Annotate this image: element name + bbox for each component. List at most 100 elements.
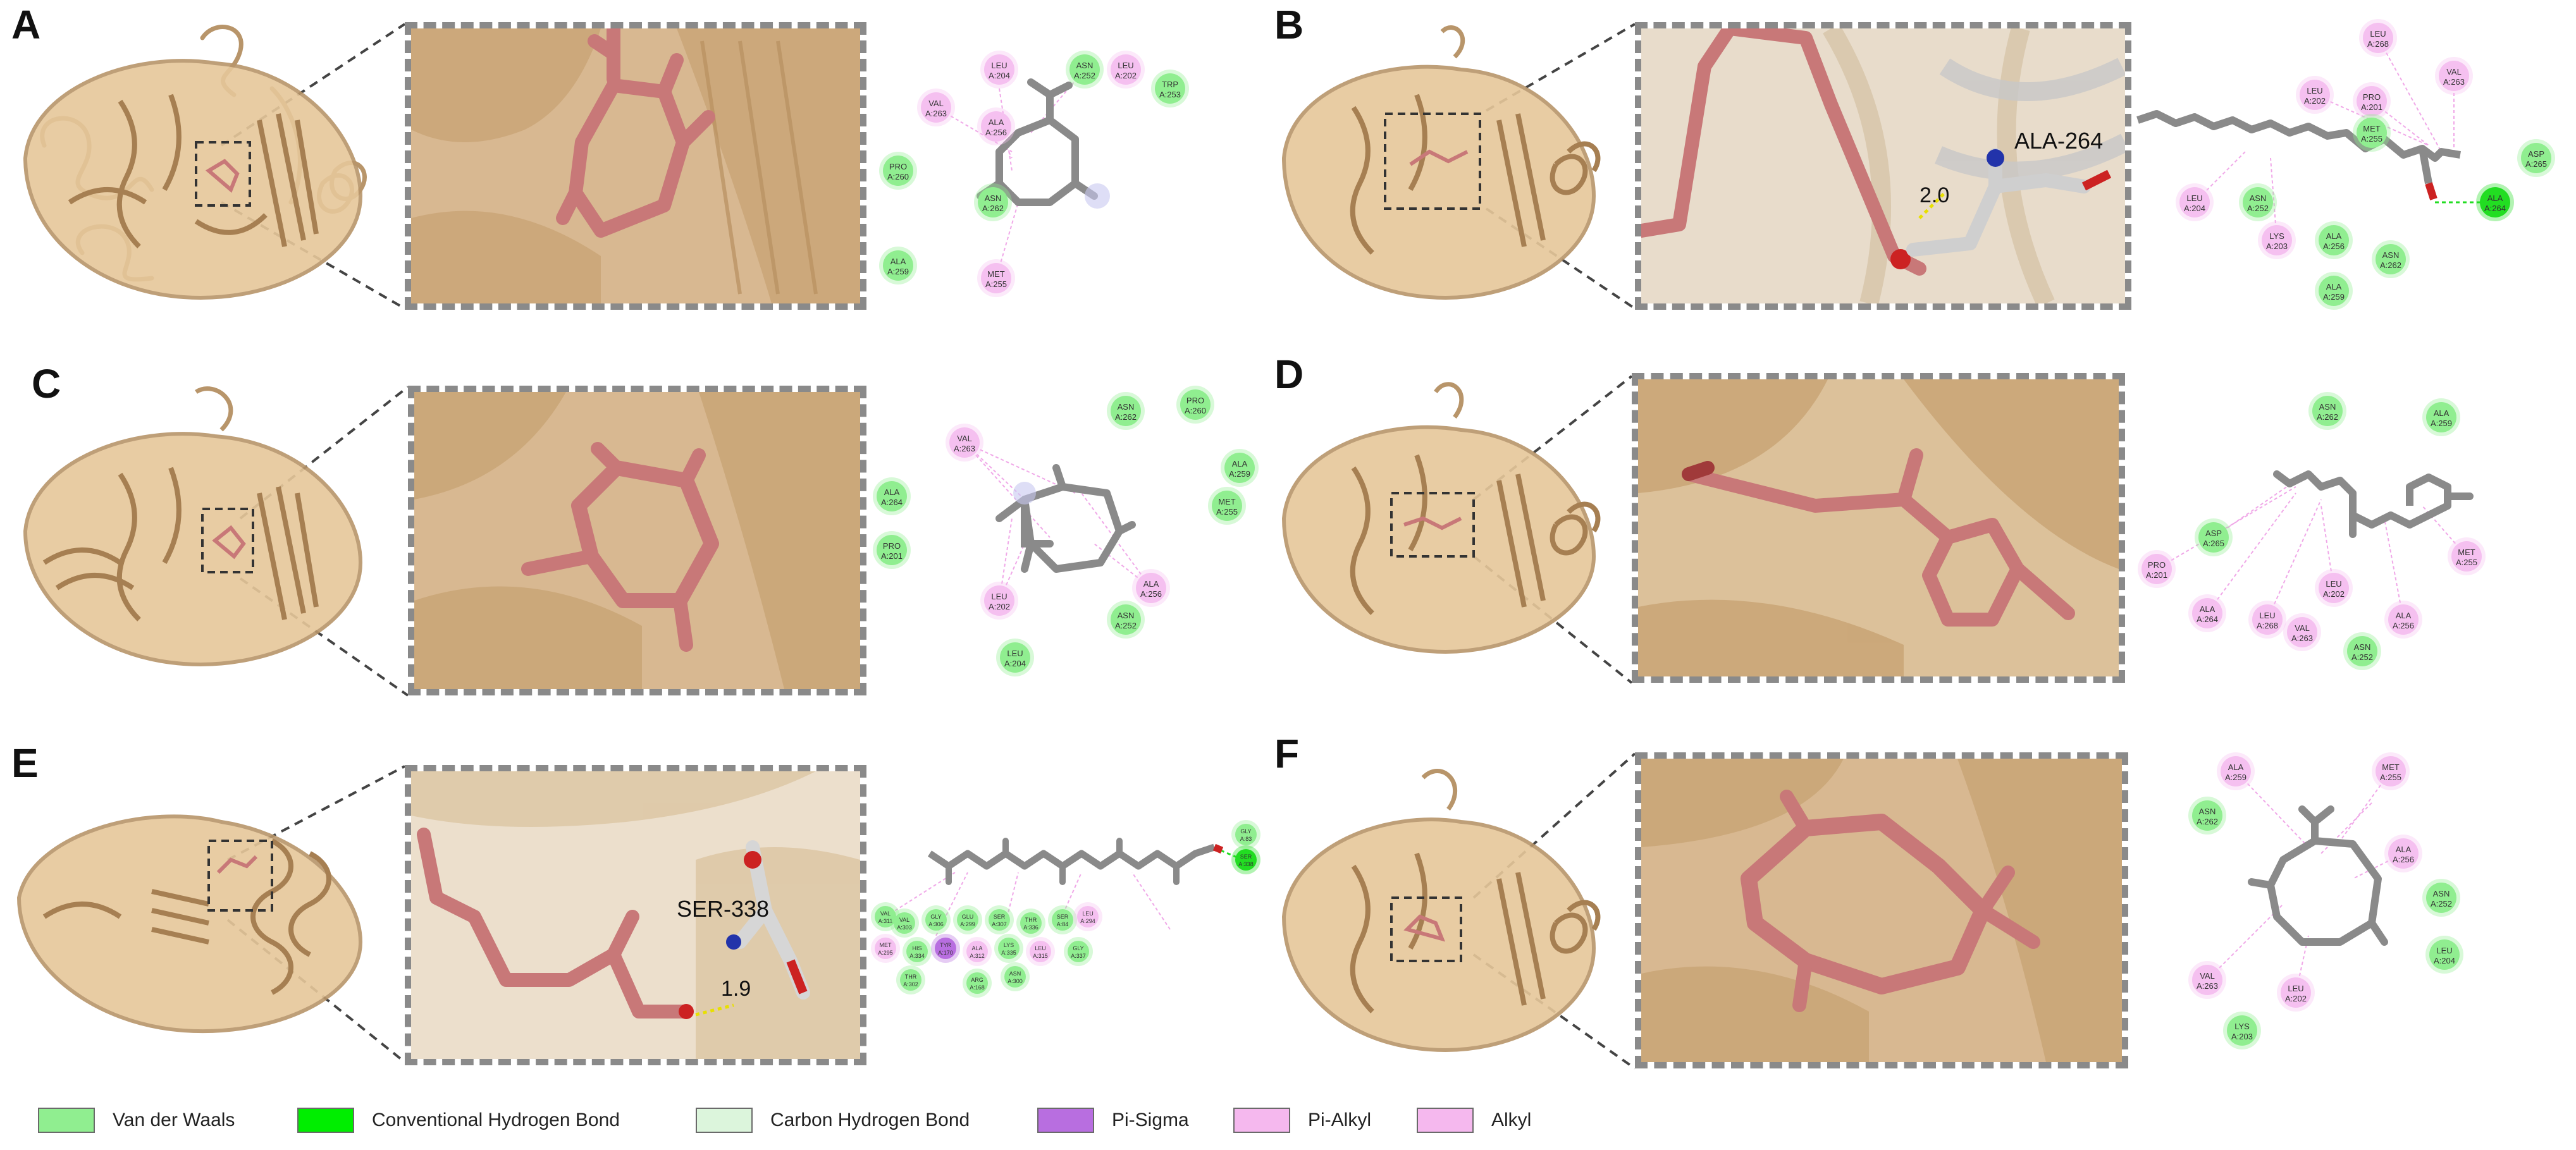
residue-label: A:256 bbox=[2393, 621, 2414, 630]
residue-label: ALA bbox=[989, 118, 1004, 127]
legend-item-vdw: Van der Waals bbox=[38, 1108, 235, 1133]
interaction-diagram-e: GLYA:83VALA:311SERA:338VALA:303GLYA:306G… bbox=[871, 820, 1260, 998]
residue-label: A:202 bbox=[2285, 994, 2307, 1003]
residue-label: PRO bbox=[1186, 396, 1204, 405]
residue-label: TRP bbox=[1162, 80, 1178, 89]
residue-disk bbox=[1030, 941, 1051, 962]
residue-label: A:201 bbox=[2146, 570, 2167, 580]
residue-label: A:263 bbox=[925, 109, 947, 118]
residue-label: A:263 bbox=[954, 444, 975, 453]
protein-overview-e bbox=[16, 814, 363, 1033]
residue-label: SER bbox=[994, 914, 1006, 920]
residue-label: A:306 bbox=[928, 921, 944, 927]
residue-label: A:255 bbox=[2456, 558, 2477, 567]
residue-label: VAL bbox=[957, 434, 972, 443]
legend-label-alkyl: Alkyl bbox=[1491, 1110, 1532, 1130]
zoom-view-a bbox=[405, 22, 866, 310]
residue-disk bbox=[883, 156, 913, 186]
residue-label: A:252 bbox=[1074, 71, 1095, 80]
residue-label: VAL bbox=[2295, 623, 2310, 633]
residue-label: ALA bbox=[2228, 762, 2244, 772]
legend-item-alkyl: Alkyl bbox=[1417, 1108, 1531, 1133]
residue-label: LYS bbox=[2234, 1022, 2250, 1031]
residue-label: MET bbox=[880, 942, 892, 948]
residue-label: A:201 bbox=[2361, 102, 2382, 112]
residue-label: A:264 bbox=[2197, 615, 2218, 624]
residue-label: A:312 bbox=[970, 953, 985, 959]
residue-label: VAL bbox=[880, 910, 891, 917]
residue-label: ALA bbox=[891, 257, 906, 266]
residue-disk bbox=[2312, 396, 2343, 426]
residue-label: LEU bbox=[1007, 649, 1023, 658]
residue-label: A:256 bbox=[2323, 242, 2345, 251]
residue-label: ALA bbox=[2434, 408, 2450, 418]
residue-disk bbox=[2179, 187, 2210, 217]
residue-label: A:334 bbox=[909, 953, 925, 959]
residue-label: LEU bbox=[2288, 984, 2303, 993]
residue-disk bbox=[2192, 965, 2222, 995]
residue-label: ALA bbox=[971, 945, 982, 951]
residue-label: LEU bbox=[1118, 61, 1133, 70]
residue-disk bbox=[1077, 906, 1099, 927]
zoom-view-c bbox=[408, 386, 866, 695]
residue-label: ASN bbox=[2319, 402, 2336, 412]
legend-swatch-pi-alkyl bbox=[1233, 1108, 1290, 1133]
residue-disk bbox=[2451, 541, 2482, 572]
interaction-diagram-c: ASNA:262PROA:260VALA:263ALAA:259ALAA:264… bbox=[873, 386, 1259, 676]
residue-label: ALA bbox=[2396, 845, 2412, 854]
legend-label-carbon-hbond: Carbon Hydrogen Bond bbox=[770, 1110, 970, 1130]
residue-label: ASN bbox=[985, 193, 1002, 203]
residue-label: A:204 bbox=[2184, 204, 2205, 213]
residue-label: A:84 bbox=[1057, 921, 1069, 927]
residue-disk bbox=[2252, 604, 2283, 635]
residue-label: VAL bbox=[899, 917, 909, 923]
residue-label: A:252 bbox=[2431, 899, 2452, 908]
residue-label: VAL bbox=[928, 99, 944, 108]
residue-label: A:170 bbox=[938, 950, 953, 956]
site-residue-label-b: ALA-264 bbox=[2014, 128, 2103, 154]
residue-label: LEU bbox=[1035, 945, 1046, 951]
residue-label: LEU bbox=[2370, 29, 2386, 39]
residue-disk bbox=[2480, 187, 2510, 217]
protein-overview-a bbox=[23, 25, 367, 300]
residue-label: ALA bbox=[2326, 282, 2342, 291]
residue-disk bbox=[883, 250, 913, 281]
residue-disk bbox=[2281, 977, 2311, 1008]
residue-disk bbox=[2262, 225, 2292, 255]
residue-label: A:263 bbox=[2197, 981, 2218, 991]
residue-label: ALA bbox=[2200, 604, 2215, 614]
residue-disk bbox=[2357, 86, 2387, 116]
residue-label: TYR bbox=[940, 942, 952, 948]
residue-label: A:202 bbox=[2323, 589, 2345, 599]
residue-label: A:268 bbox=[2367, 39, 2389, 49]
legend-swatch-pi-sigma bbox=[1037, 1108, 1094, 1133]
residue-disk bbox=[2388, 604, 2419, 635]
legend-label-vdw: Van der Waals bbox=[113, 1110, 235, 1130]
residue-label: ASN bbox=[2250, 193, 2267, 203]
residue-label: LEU bbox=[1082, 910, 1094, 917]
